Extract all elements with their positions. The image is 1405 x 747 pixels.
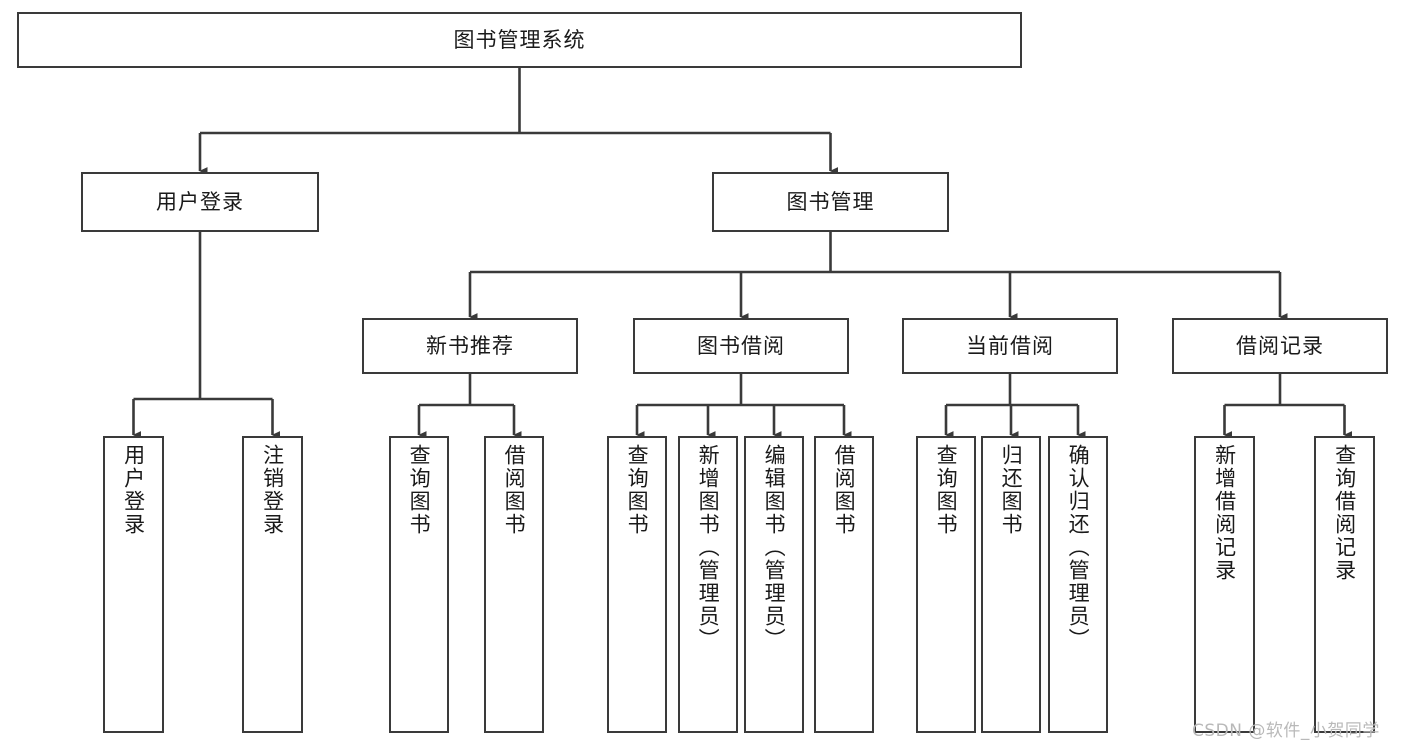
node-leaf-11[interactable]: 确认归还（管理员） <box>1048 436 1108 733</box>
node-label: 新增借阅记录 <box>1212 444 1237 582</box>
node-label: 用户登录 <box>156 189 244 214</box>
node-label: 图书管理系统 <box>453 27 586 52</box>
node-leaf-8[interactable]: 借阅图书 <box>814 436 874 733</box>
node-current[interactable]: 当前借阅 <box>902 318 1118 374</box>
node-label: 借阅图书 <box>832 444 857 536</box>
node-leaf-3[interactable]: 查询图书 <box>389 436 449 733</box>
csdn-watermark: CSDN @软件_小贺同学 <box>1192 721 1380 741</box>
node-label: 新增图书（管理员） <box>696 444 721 651</box>
node-leaf-4[interactable]: 借阅图书 <box>484 436 544 733</box>
node-label: 图书管理 <box>786 189 875 214</box>
node-label: 查询借阅记录 <box>1332 444 1357 582</box>
node-root[interactable]: 图书管理系统 <box>17 12 1022 68</box>
node-login[interactable]: 用户登录 <box>81 172 319 232</box>
node-leaf-13[interactable]: 查询借阅记录 <box>1314 436 1375 733</box>
node-leaf-9[interactable]: 查询图书 <box>916 436 976 733</box>
node-records[interactable]: 借阅记录 <box>1172 318 1388 374</box>
node-bookmgmt[interactable]: 图书管理 <box>712 172 949 232</box>
node-label: 新书推荐 <box>426 333 514 358</box>
node-leaf-5[interactable]: 查询图书 <box>607 436 667 733</box>
node-label: 借阅记录 <box>1236 333 1324 358</box>
node-leaf-7[interactable]: 编辑图书（管理员） <box>744 436 804 733</box>
node-newbook[interactable]: 新书推荐 <box>362 318 578 374</box>
node-label: 确认归还（管理员） <box>1066 444 1091 651</box>
node-label: 注销登录 <box>260 444 285 536</box>
node-leaf-1[interactable]: 用户登录 <box>103 436 164 733</box>
node-label: 当前借阅 <box>966 333 1054 358</box>
node-leaf-10[interactable]: 归还图书 <box>981 436 1041 733</box>
node-borrow[interactable]: 图书借阅 <box>633 318 849 374</box>
node-label: 用户登录 <box>121 444 146 536</box>
node-label: 查询图书 <box>625 444 650 536</box>
node-leaf-12[interactable]: 新增借阅记录 <box>1194 436 1255 733</box>
node-label: 查询图书 <box>934 444 959 536</box>
node-leaf-6[interactable]: 新增图书（管理员） <box>678 436 738 733</box>
edge-layer <box>132 68 1353 439</box>
node-label: 图书借阅 <box>697 333 785 358</box>
node-label: 归还图书 <box>999 444 1024 536</box>
node-label: 查询图书 <box>407 444 432 536</box>
node-leaf-2[interactable]: 注销登录 <box>242 436 303 733</box>
node-label: 借阅图书 <box>502 444 527 536</box>
node-label: 编辑图书（管理员） <box>762 444 787 651</box>
